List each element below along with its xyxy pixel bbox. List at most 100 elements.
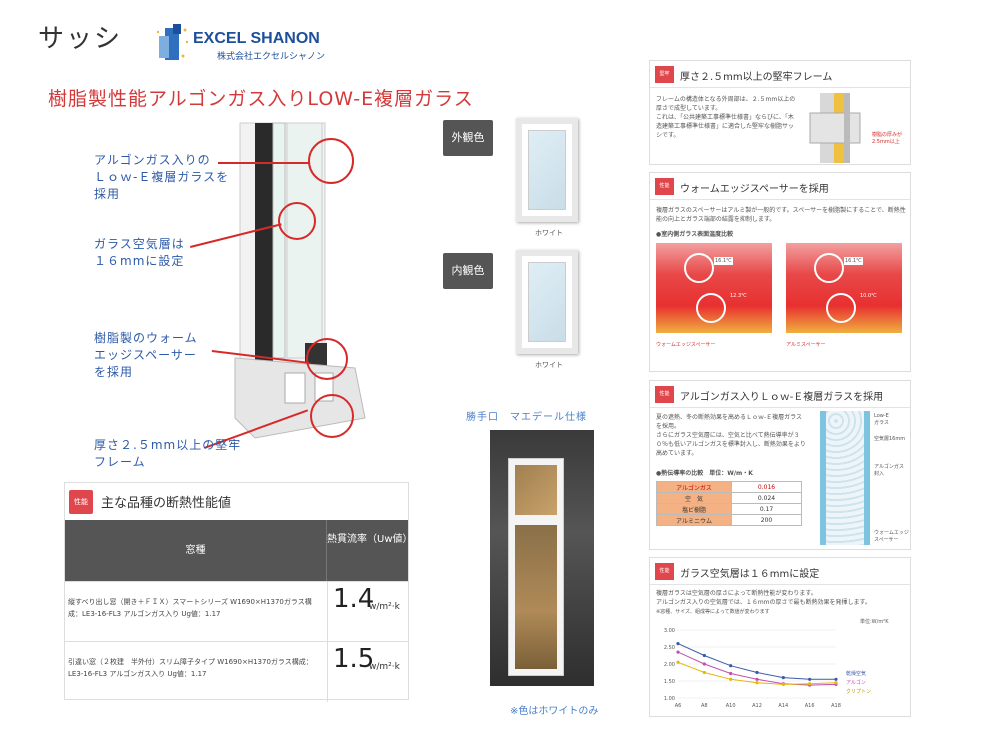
interior-window-sample — [516, 250, 578, 354]
callout-argon-glass: アルゴンガス入りの Ｌｏｗ-Ｅ複層ガラスを 採用 — [94, 153, 230, 201]
performance-table-header: 性能 主な品種の断熱性能値 — [65, 483, 408, 520]
thermal-image-warm-edge: 16.1℃ 12.3℃ — [656, 243, 772, 333]
series-point — [676, 650, 680, 654]
row-description: 縦すべり出し窓（開き＋ＦＩＸ）スマートシリーズ W1690×H1370ガラス構成… — [68, 598, 312, 618]
series-point — [755, 677, 759, 681]
row-unit: w/m²·k — [369, 662, 400, 672]
callout-spacer: 樹脂製のウォーム エッジスペーサー を採用 — [94, 331, 198, 379]
legend-item: アルゴン — [846, 680, 866, 686]
series-point — [834, 677, 838, 681]
callout-frame: 厚さ２.５mm以上の堅牢 フレーム — [94, 438, 242, 469]
material-value: 200 — [731, 514, 802, 526]
performance-badge: 性能 — [69, 490, 93, 514]
legend-item: 乾燥空気 — [846, 671, 867, 677]
series-point — [808, 682, 812, 686]
card-text: 夏の遮熱、冬の断熱効果を高めるＬｏｗ-Ｅ複層ガラスを採用。 さらにガラス空気層に… — [656, 414, 806, 457]
legend-item: クリプトン — [846, 689, 872, 695]
temp-label: 16.1℃ — [844, 257, 863, 265]
exterior-color-label: 外観色 — [443, 120, 493, 156]
interior-color-label: 内観色 — [443, 253, 493, 289]
material-name: 空 気 — [656, 492, 732, 504]
series-point — [729, 671, 733, 676]
thermal-caption: ウォームエッジスペーサー — [656, 342, 716, 348]
chart-legend: 乾燥空気 アルゴン クリプトン — [846, 670, 871, 697]
material-value: 0.024 — [731, 492, 802, 504]
interior-color-caption: ホワイト — [535, 361, 563, 369]
x-tick-label: A6 — [675, 703, 682, 709]
diagram-label: Low-E ガラス — [874, 413, 889, 426]
series-point — [676, 660, 680, 664]
y-tick-label: 1.00 — [664, 696, 675, 702]
exterior-color-caption: ホワイト — [535, 229, 563, 237]
x-tick-label: A8 — [701, 703, 708, 709]
column-header-uw: 熱貫流率（Uw値） — [327, 534, 413, 545]
card-subheading: ●熱伝導率の比較 単位：W/m・K — [656, 470, 753, 477]
material-name: アルミニウム — [656, 514, 732, 526]
y-tick-label: 2.50 — [664, 645, 675, 651]
series-point — [755, 681, 759, 685]
color-note: ※色はホワイトのみ — [510, 706, 599, 717]
y-tick-label: 2.00 — [664, 662, 675, 668]
y-tick-label: 3.00 — [664, 628, 675, 634]
frame-annotation: 樹脂の厚みが 2.5mm以上 — [872, 132, 903, 145]
frame-section-image — [809, 93, 861, 163]
exterior-window-sample — [516, 118, 578, 222]
card-badge: 堅牢 — [655, 66, 674, 83]
card-text: フレームの構造体となる外周部は、２.５mm以上の厚さで成型しています。 これは、… — [656, 96, 796, 139]
page-title: サッシ — [38, 24, 123, 54]
logo-subtext: 株式会社エクセルシャノン — [217, 52, 326, 62]
card-badge: 性能 — [655, 178, 674, 195]
series-point — [676, 642, 680, 646]
card-title: ガラス空気層は１６mmに設定 — [680, 569, 820, 580]
column-header-window: 窓種 — [65, 520, 327, 581]
row-value: 1.4 — [333, 584, 375, 614]
temp-label: 10.0℃ — [860, 293, 877, 299]
card-badge: 性能 — [655, 386, 674, 403]
card-title: ウォームエッジスペーサーを採用 — [680, 184, 829, 195]
x-tick-label: A12 — [752, 703, 762, 709]
door-caption: 勝手口 マエデール仕様 — [466, 412, 587, 423]
series-point — [702, 662, 706, 666]
material-name: 塩ビ樹脂 — [656, 503, 732, 515]
glass-diagram — [820, 411, 870, 545]
logo-text: EXCEL SHANON — [193, 30, 320, 47]
series-point — [755, 670, 759, 675]
row-description: 引違い窓（２枚建 半外付）スリム障子タイプ W1690×H1370ガラス構成：L… — [68, 658, 313, 678]
series-point — [808, 677, 812, 681]
callout-air-layer: ガラス空気層は １６mmに設定 — [94, 237, 185, 268]
frame-info-card: 堅牢 厚さ２.５mm以上の堅牢フレーム フレームの構造体となる外周部は、２.５m… — [649, 60, 911, 165]
callout-ring-frame — [310, 394, 354, 438]
series-point — [729, 664, 733, 668]
table-row: 引違い窓（２枚建 半外付）スリム障子タイプ W1690×H1370ガラス構成：L… — [65, 641, 408, 702]
table-header-row: 窓種 熱貫流率（Uw値） — [65, 520, 413, 581]
callout-line — [218, 162, 310, 164]
argon-info-card: 性能 アルゴンガス入りＬｏｗ-Ｅ複層ガラスを採用 夏の遮熱、冬の断熱効果を高める… — [649, 380, 911, 550]
series-point — [702, 670, 706, 675]
series-point — [702, 653, 706, 658]
material-value: 0.016 — [731, 481, 802, 493]
card-text: 複層ガラスは空気層の厚さによって断熱性能が変わります。 アルゴンガス入りの空気層… — [656, 590, 871, 606]
performance-table-title: 主な品種の断熱性能値 — [101, 496, 232, 511]
window-section-illustration — [234, 122, 366, 439]
headline: 樹脂製性能アルゴンガス入りLOW-E複層ガラス — [48, 88, 474, 110]
x-tick-label: A18 — [831, 703, 841, 709]
material-name: アルゴンガス — [656, 481, 732, 493]
logo-mark-icon — [156, 24, 189, 60]
temp-label: 12.3℃ — [730, 293, 747, 299]
series-point — [729, 677, 733, 681]
callout-ring-air-layer — [278, 202, 316, 240]
card-note: ※窓種、サイズ、組成等によって数値が変わります — [656, 609, 770, 615]
x-tick-label: A10 — [726, 703, 736, 709]
callout-ring-glass — [308, 138, 354, 184]
diagram-label: 空気層16mm — [874, 436, 906, 442]
door-photo — [490, 430, 594, 686]
card-badge: 性能 — [655, 563, 674, 580]
series-point — [834, 681, 838, 685]
x-tick-label: A16 — [805, 703, 815, 709]
airgap-info-card: 性能 ガラス空気層は１６mmに設定 複層ガラスは空気層の厚さによって断熱性能が変… — [649, 557, 911, 717]
chart-unit: 単位:W/m²K — [860, 619, 889, 625]
company-logo: EXCEL SHANON 株式会社エクセルシャノン — [155, 22, 330, 66]
card-title: 厚さ２.５mm以上の堅牢フレーム — [680, 72, 833, 83]
